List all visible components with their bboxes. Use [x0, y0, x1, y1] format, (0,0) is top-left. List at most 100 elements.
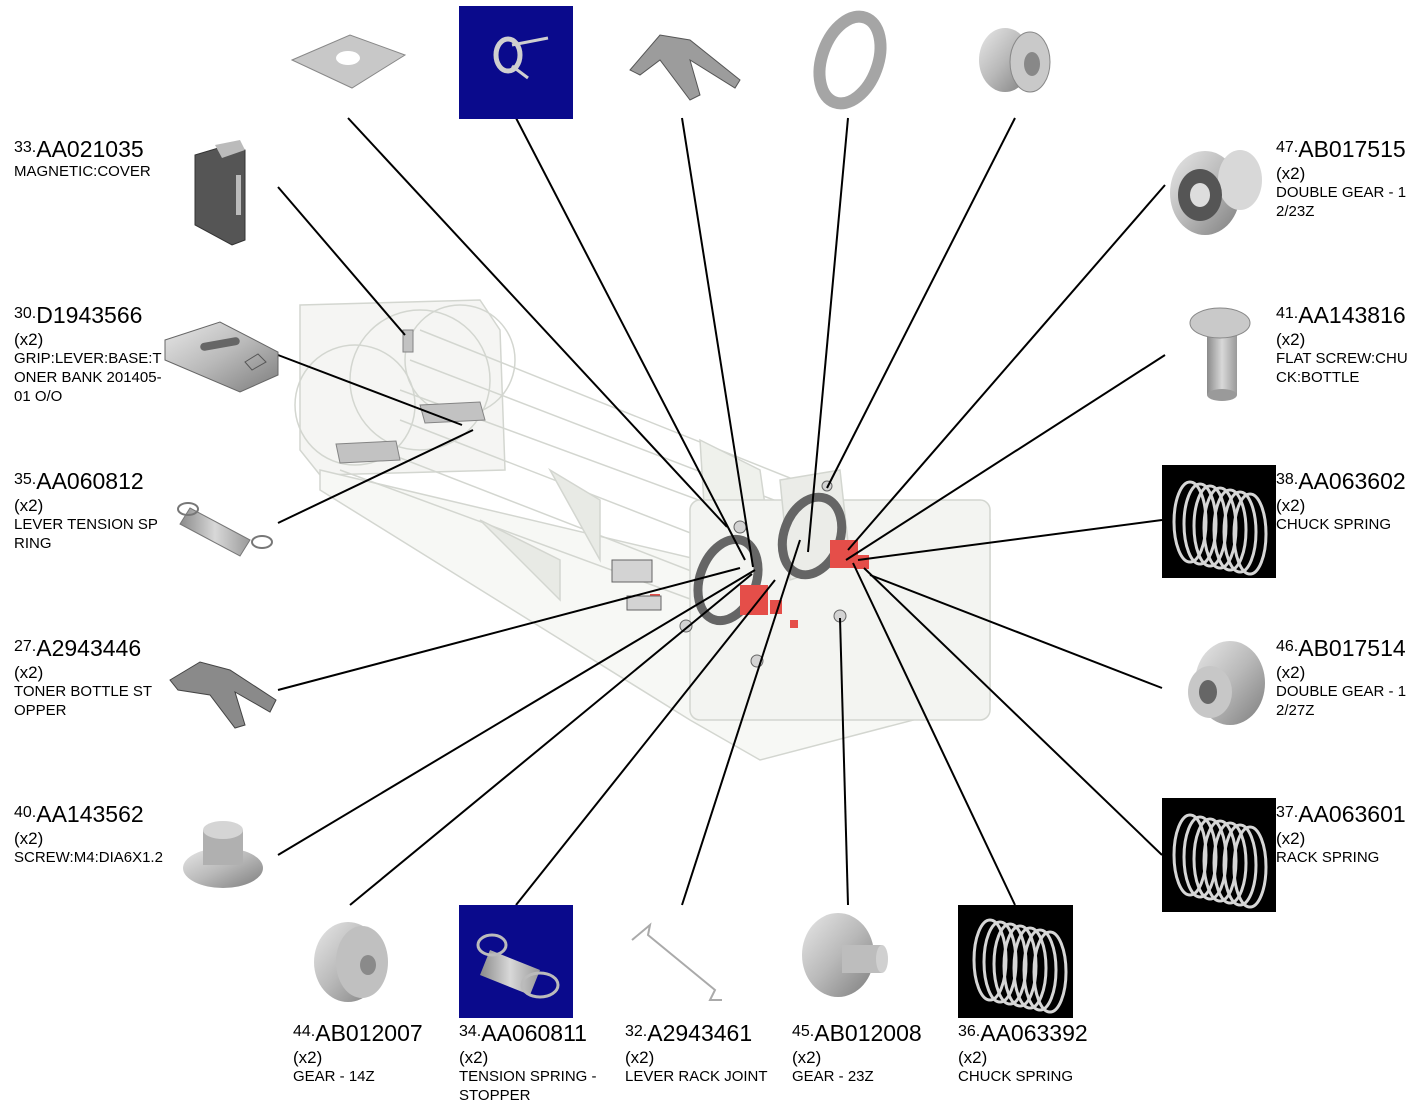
chuck-spring-icon — [1162, 465, 1276, 578]
part-label-36: 36.AA063392 (x2) CHUCK SPRING — [958, 1020, 1108, 1086]
part-quantity: (x2) — [625, 1048, 655, 1067]
leader-30a — [277, 354, 463, 426]
part-label-44: 44.AB012007 (x2) GEAR - 14Z — [293, 1020, 443, 1086]
part-number: 37.AA063601 — [1276, 801, 1406, 827]
leader-46 — [869, 574, 1163, 689]
toner-bank-assembly — [294, 299, 991, 761]
part-quantity: (x2) — [1276, 164, 1306, 183]
tension-spring-stopper-icon — [459, 905, 573, 1018]
leader-top-1 — [347, 117, 728, 528]
part-label-33: 33.AA021035 MAGNETIC:COVER — [14, 136, 164, 181]
part-quantity: (x2) — [14, 330, 44, 349]
part-number: 45.AB012008 — [792, 1020, 922, 1046]
stopper-arm-icon — [629, 34, 741, 101]
part-number: 33.AA021035 — [14, 136, 144, 162]
torsion-spring-icon — [459, 6, 573, 119]
bottle-stopper-icon — [169, 661, 277, 729]
chuck-spring-icon — [958, 905, 1073, 1018]
part-label-37: 37.AA063601 (x2) RACK SPRING — [1276, 801, 1416, 867]
leader-40 — [277, 569, 756, 856]
part-description: MAGNETIC:COVER — [14, 163, 151, 180]
leader-47 — [847, 184, 1166, 551]
lever-rack-joint-icon — [631, 922, 722, 1001]
part-number: 47.AB017515 — [1276, 136, 1406, 162]
part-quantity: (x2) — [1276, 829, 1306, 848]
part-description: FLAT SCREW:CHUCK:BOTTLE — [1276, 350, 1408, 386]
leader-34 — [515, 579, 776, 906]
part-label-32: 32.A2943461 (x2) LEVER RACK JOINT — [625, 1020, 773, 1086]
part-quantity: (x2) — [14, 496, 44, 515]
part-label-45: 45.AB012008 (x2) GEAR - 23Z — [792, 1020, 942, 1086]
flat-screw-icon — [1189, 307, 1251, 401]
part-number: 27.A2943446 — [14, 635, 142, 661]
part-description: GEAR - 14Z — [293, 1068, 375, 1085]
part-description: CHUCK SPRING — [958, 1068, 1074, 1085]
part-description: GEAR - 23Z — [792, 1068, 874, 1085]
leader-top-2 — [515, 117, 746, 561]
part-description: TONER BOTTLE STOPPER — [14, 683, 153, 719]
part-label-34: 34.AA060811 (x2) TENSION SPRING - STOPPE… — [459, 1020, 614, 1105]
leader-top-5 — [826, 117, 1016, 489]
part-description: CHUCK SPRING — [1276, 516, 1392, 533]
tension-spring-icon — [177, 502, 273, 557]
part-description: GRIP:LEVER:BASE:TONER BANK 201405-01 O/O — [14, 350, 162, 405]
bracket-plate-icon — [290, 34, 407, 89]
part-description: LEVER RACK JOINT — [625, 1068, 768, 1085]
part-description: LEVER TENSION SPRING — [14, 516, 158, 552]
part-label-38: 38.AA063602 (x2) CHUCK SPRING — [1276, 468, 1416, 534]
part-quantity: (x2) — [1276, 496, 1306, 515]
gear-14z-icon — [314, 922, 388, 1002]
part-label-47: 47.AB017515 (x2) DOUBLE GEAR - 12/23Z — [1276, 136, 1416, 221]
screw-icon — [183, 821, 263, 888]
part-quantity: (x2) — [459, 1048, 489, 1067]
leader-35 — [277, 429, 474, 524]
bushing-icon — [979, 28, 1051, 93]
part-number: 34.AA060811 — [459, 1020, 587, 1046]
magnetic-cover-icon — [194, 140, 246, 246]
part-number: 32.A2943461 — [625, 1020, 753, 1046]
part-quantity: (x2) — [14, 663, 44, 682]
grip-lever-base-icon — [164, 321, 279, 393]
leader-38 — [857, 519, 1163, 561]
double-gear-icon — [1188, 641, 1265, 725]
part-description: DOUBLE GEAR - 12/27Z — [1276, 683, 1407, 719]
leader-top-4 — [807, 117, 849, 553]
leader-36 — [852, 562, 1016, 906]
part-number: 38.AA063602 — [1276, 468, 1406, 494]
part-description: TENSION SPRING - STOPPER — [459, 1068, 597, 1104]
part-label-30: 30.D1943566 (x2) GRIP:LEVER:BASE:TONER B… — [14, 302, 164, 406]
part-quantity: (x2) — [293, 1048, 323, 1067]
part-description: SCREW:M4:DIA6X1.2 — [14, 849, 163, 866]
double-gear-icon — [1170, 150, 1262, 235]
part-number: 30.D1943566 — [14, 302, 143, 328]
part-quantity: (x2) — [792, 1048, 822, 1067]
part-number: 46.AB017514 — [1276, 635, 1406, 661]
part-description: DOUBLE GEAR - 12/23Z — [1276, 184, 1407, 220]
ring-washer-icon — [813, 10, 887, 110]
leader-37 — [863, 567, 1163, 856]
leader-44 — [349, 573, 753, 906]
part-number: 36.AA063392 — [958, 1020, 1088, 1046]
leader-32 — [681, 539, 801, 906]
leader-top-3 — [681, 117, 754, 568]
part-number: 44.AB012007 — [293, 1020, 423, 1046]
part-number: 41.AA143816 — [1276, 302, 1406, 328]
leader-41 — [845, 354, 1166, 561]
gear-23z-icon — [802, 913, 888, 997]
part-number: 35.AA060812 — [14, 468, 144, 494]
part-quantity: (x2) — [14, 829, 44, 848]
part-label-35: 35.AA060812 (x2) LEVER TENSION SPRING — [14, 468, 159, 553]
part-number: 40.AA143562 — [14, 801, 144, 827]
part-label-41: 41.AA143816 (x2) FLAT SCREW:CHUCK:BOTTLE — [1276, 302, 1416, 387]
part-label-46: 46.AB017514 (x2) DOUBLE GEAR - 12/27Z — [1276, 635, 1416, 720]
part-label-40: 40.AA143562 (x2) SCREW:M4:DIA6X1.2 — [14, 801, 164, 867]
part-quantity: (x2) — [958, 1048, 988, 1067]
leader-27 — [277, 567, 741, 691]
part-description: RACK SPRING — [1276, 849, 1380, 866]
part-quantity: (x2) — [1276, 663, 1306, 682]
leader-45 — [839, 617, 849, 906]
part-quantity: (x2) — [1276, 330, 1306, 349]
rack-spring-icon — [1162, 798, 1276, 912]
leader-33 — [277, 186, 406, 336]
